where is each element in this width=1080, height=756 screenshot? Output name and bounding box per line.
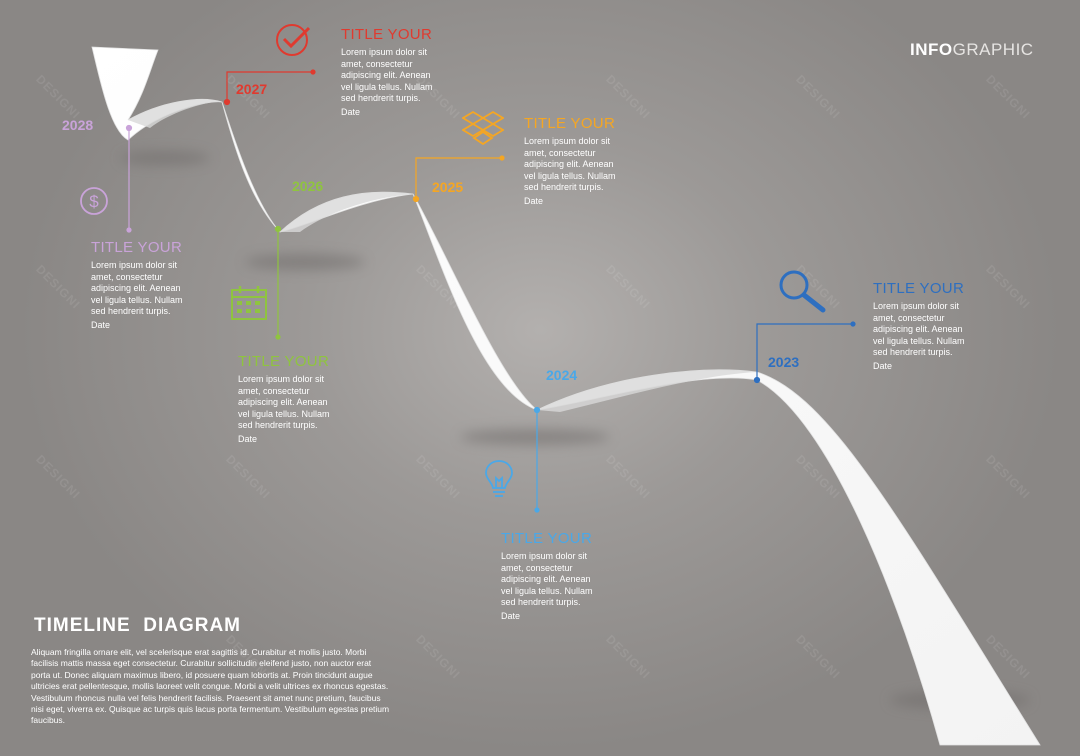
milestone-date: Date: [91, 319, 111, 330]
milestone-title: TITLE YOUR: [501, 530, 593, 547]
dropbox-icon: [462, 110, 504, 146]
ribbon-underside: [280, 192, 413, 232]
infographic-heading: INFOGRAPHIC: [910, 40, 1034, 60]
dollar-icon: $: [80, 187, 108, 215]
year-label-2027: 2027: [236, 81, 268, 97]
milestone-date: Date: [873, 360, 893, 371]
milestone-title: TITLE YOUR: [91, 239, 183, 256]
milestone-2024-text: TITLE YOUR Lorem ipsum dolor sit amet, c…: [501, 531, 661, 622]
infographic-bold: INFO: [910, 40, 953, 59]
year-label-2026: 2026: [292, 178, 324, 194]
ribbon-underside: [537, 369, 757, 412]
milestone-title: TITLE YOUR: [238, 353, 330, 370]
connector-2023: [753, 321, 856, 384]
milestone-date: Date: [238, 433, 258, 444]
diagram-title: TIMELINE DIAGRAM: [34, 615, 241, 636]
connector-2026: [274, 225, 282, 340]
milestone-title: TITLE YOUR: [524, 115, 616, 132]
milestone-date: Date: [341, 106, 361, 117]
svg-text:$: $: [89, 192, 99, 211]
milestone-2026-text: TITLE YOUR Lorem ipsum dolor sit amet, c…: [238, 354, 398, 445]
check-circle-icon: [276, 24, 311, 56]
milestone-2025-text: TITLE YOUR Lorem ipsum dolor sit amet, c…: [524, 116, 684, 207]
connector-2025: [412, 155, 505, 203]
milestone-body: Lorem ipsum dolor sit amet, consectetur …: [91, 260, 183, 316]
ribbon-underside: [128, 99, 222, 128]
milestone-2027-text: TITLE YOUR Lorem ipsum dolor sit amet, c…: [341, 27, 501, 118]
calendar-icon: [231, 286, 267, 320]
year-label-2024: 2024: [546, 367, 578, 383]
milestone-title: TITLE YOUR: [873, 280, 965, 297]
year-label-2028: 2028: [62, 117, 94, 133]
milestone-2028-text: TITLE YOUR Lorem ipsum dolor sit amet, c…: [91, 240, 251, 331]
milestone-title: TITLE YOUR: [341, 26, 433, 43]
connector-2028: [125, 124, 133, 233]
search-icon: [779, 270, 826, 313]
year-label-2025: 2025: [432, 179, 464, 195]
milestone-date: Date: [501, 610, 521, 621]
milestone-body: Lorem ipsum dolor sit amet, consectetur …: [238, 374, 330, 430]
infographic-light: GRAPHIC: [952, 40, 1034, 59]
connector-2024: [533, 406, 541, 513]
milestone-body: Lorem ipsum dolor sit amet, consectetur …: [341, 47, 433, 103]
connector-2027: [223, 69, 316, 106]
milestone-date: Date: [524, 195, 544, 206]
milestone-2023-text: TITLE YOUR Lorem ipsum dolor sit amet, c…: [873, 281, 1033, 372]
year-label-2023: 2023: [768, 354, 800, 370]
diagram-description: Aliquam fringilla ornare elit, vel scele…: [31, 647, 390, 726]
milestone-body: Lorem ipsum dolor sit amet, consectetur …: [873, 301, 965, 357]
milestone-body: Lorem ipsum dolor sit amet, consectetur …: [524, 136, 616, 192]
milestone-body: Lorem ipsum dolor sit amet, consectetur …: [501, 551, 593, 607]
lightbulb-icon: [485, 460, 513, 497]
